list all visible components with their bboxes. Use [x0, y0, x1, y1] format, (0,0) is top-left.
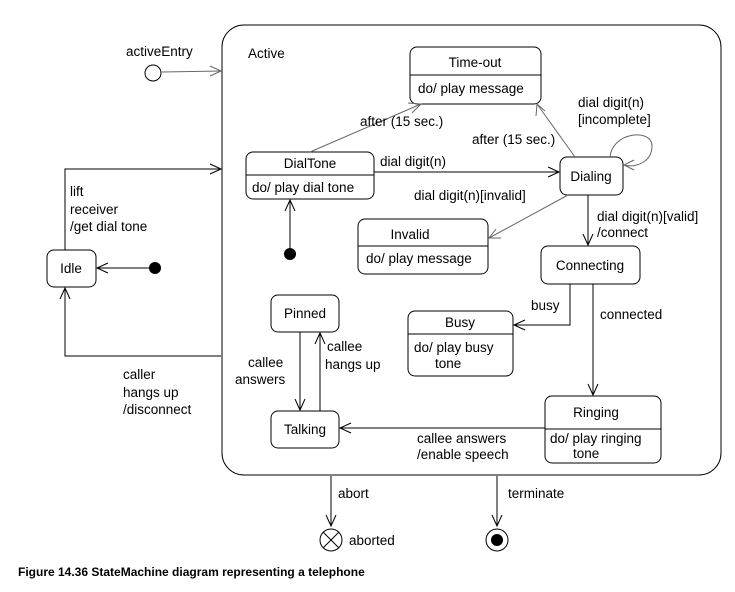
final-state-inner: [491, 534, 503, 546]
pinned-state-name: Pinned: [284, 306, 326, 321]
dialtone-initial-pseudostate: [284, 248, 296, 260]
idle-to-active-line: [64, 168, 221, 250]
pinned-state: [270, 294, 340, 333]
dialing-to-invalid-label: dial digit(n)[invalid]: [414, 188, 526, 203]
dialing-to-connecting-label: dial digit(n)[valid] /connect: [597, 209, 702, 240]
idle-state: [46, 249, 97, 288]
figure-caption: Figure 14.36 StateMachine diagram repres…: [18, 565, 365, 579]
dialing-state-name: Dialing: [570, 169, 611, 184]
abort-label: abort: [338, 486, 369, 501]
dialing-to-timeout-line: [536, 103, 576, 158]
talking-to-pinned-label: callee hangs up: [325, 339, 381, 372]
dialing-self-label: dial digit(n) [incomplete]: [578, 95, 651, 127]
ringing-state-name: Ringing: [573, 405, 619, 420]
dialtone-to-timeout-line: [309, 103, 422, 153]
connecting-to-ringing-label: connected: [600, 307, 662, 322]
active-to-idle-line: [64, 288, 221, 357]
dialtone-initial-arrowhead: [284, 198, 296, 212]
dialtone-to-dialing-label: dial digit(n): [380, 154, 446, 169]
connecting-to-busy-label: busy: [531, 298, 560, 313]
active-to-idle-arrowhead: [59, 286, 71, 300]
connecting-state-name: Connecting: [556, 258, 624, 273]
dialing-state: [559, 156, 624, 196]
talking-state: [270, 410, 340, 449]
pinned-to-talking-label: callee answers: [235, 355, 287, 387]
timeout-activity: do/ play message: [418, 81, 524, 96]
dialtone-state-name: DialTone: [284, 156, 337, 171]
dialing-self-loop: [609, 134, 653, 167]
idle-to-active-label: lift receiver /get dial tone: [70, 184, 147, 234]
dialtone-to-timeout-label: after (15 sec.): [360, 114, 443, 129]
dialing-to-invalid-line: [488, 194, 569, 239]
connecting-state: [540, 245, 641, 285]
invalid-state-name: Invalid: [390, 227, 429, 242]
ringing-to-talking-label: callee answers /enable speech: [417, 431, 510, 462]
dialtone-activity: do/ play dial tone: [252, 180, 354, 195]
busy-activity: do/ play busy tone: [414, 340, 497, 371]
ringing-activity: do/ play ringing tone: [550, 431, 645, 461]
entry-arrowhead: [209, 65, 223, 77]
aborted-label: aborted: [349, 533, 395, 548]
idle-initial-pseudostate: [149, 262, 161, 274]
dialing-to-timeout-label: after (15 sec.): [472, 132, 555, 147]
active-state-name: Active: [248, 46, 285, 61]
busy-state-name: Busy: [445, 315, 475, 330]
idle-initial-arrowhead: [95, 262, 109, 274]
busy-state: [407, 310, 514, 377]
idle-to-active-arrowhead: [209, 163, 223, 175]
active-entry-label: activeEntry: [126, 44, 193, 59]
entry-arrow-line: [161, 70, 222, 73]
active-to-idle-label: caller hangs up /disconnect: [123, 367, 192, 417]
invalid-activity: do/ play message: [366, 251, 472, 266]
active-entry-point: [144, 64, 162, 82]
terminate-label: terminate: [508, 486, 564, 501]
connecting-to-busy-line: [514, 284, 571, 326]
idle-state-name: Idle: [60, 261, 82, 276]
timeout-state-name: Time-out: [449, 55, 502, 70]
talking-state-name: Talking: [284, 422, 326, 437]
